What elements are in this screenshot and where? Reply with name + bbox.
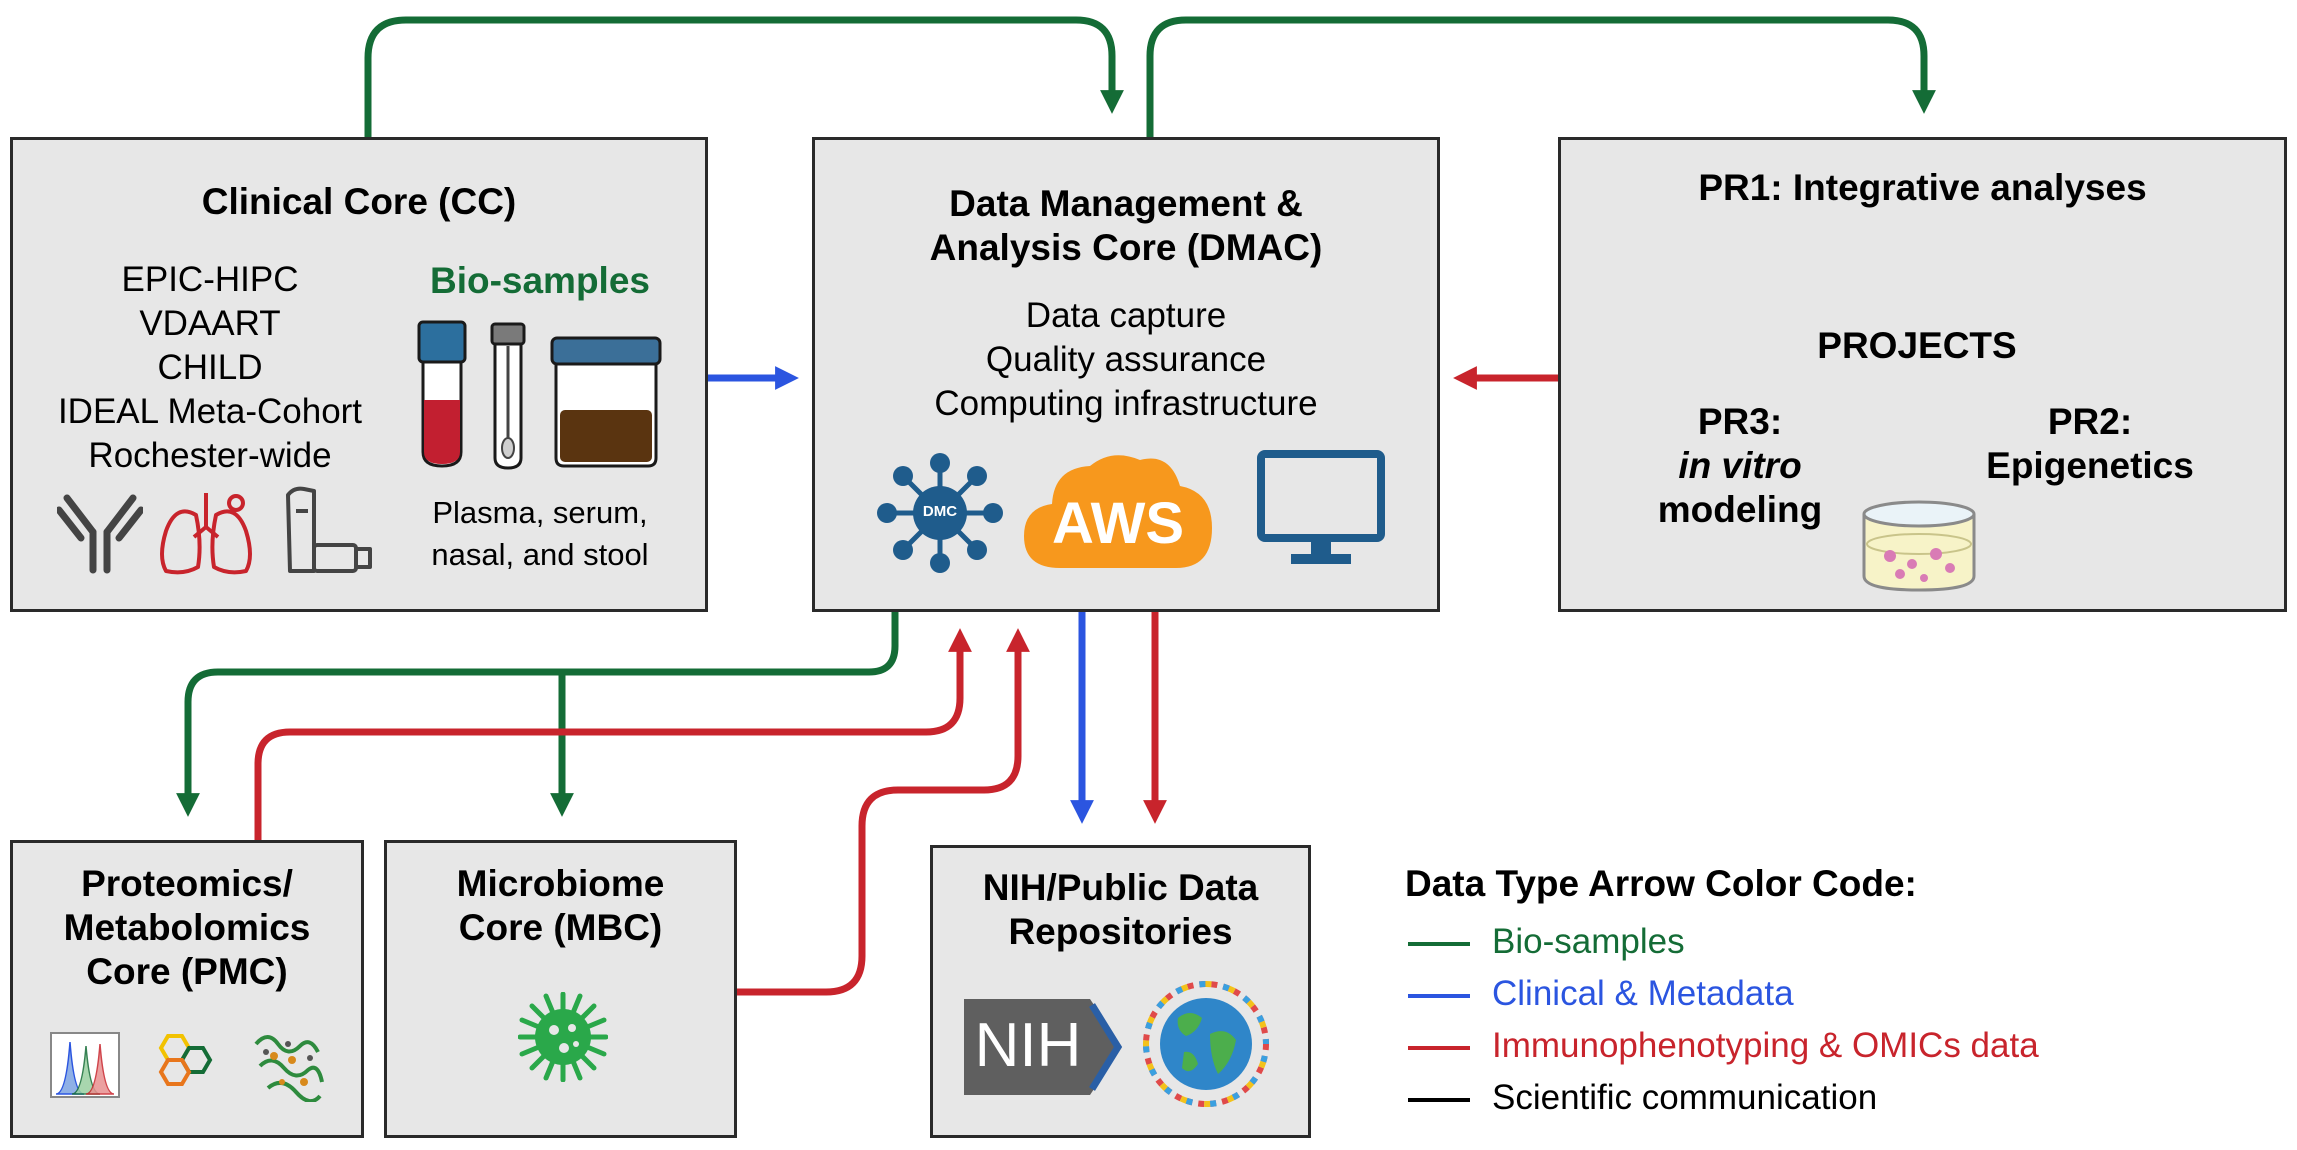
- nih-title-line: NIH/Public Data: [982, 867, 1259, 908]
- cohort-item: EPIC-HIPC: [121, 260, 299, 299]
- dmac-function-item: Data capture: [1025, 296, 1227, 335]
- arrow-dmac-to-pmc-biosamples: [176, 612, 899, 817]
- pmc-title: Proteomics/ Metabolomics Core (PMC): [10, 862, 364, 994]
- nih-logo-icon: [964, 999, 1123, 1095]
- projects-center-label: PROJECTS: [1817, 325, 2017, 366]
- pmc-title-line: Proteomics/: [81, 863, 293, 904]
- cohort-item: CHILD: [157, 348, 263, 387]
- pr1-label: PR1: Integrative analyses: [1698, 167, 2147, 208]
- dmac-function-item: Quality assurance: [985, 340, 1267, 379]
- pr2-label: PR2: Epigenetics: [1970, 400, 2210, 488]
- legend-label-communication: Scientific communication: [1492, 1078, 1878, 1117]
- blood-tube-icon: [417, 320, 467, 468]
- arrow-mbc-to-dmac-omics: [737, 628, 1030, 996]
- computer-monitor-icon: [1257, 450, 1385, 564]
- aws-cloud-label: AWS: [1051, 491, 1185, 556]
- pmc-title-line: Metabolomics: [63, 907, 311, 948]
- pr2-label-line: Epigenetics: [1986, 445, 2194, 486]
- dmc-network-label: DMC: [922, 503, 958, 520]
- dmac-title-line: Data Management &: [949, 183, 1303, 224]
- mbc-box: [384, 840, 737, 1138]
- aws-cloud-icon: [1024, 455, 1212, 568]
- dmac-functions: Data capture Quality assurance Computing…: [812, 294, 1440, 426]
- legend-label-clinical: Clinical & Metadata: [1492, 974, 1794, 1013]
- legend-swatch-omics: [1408, 1046, 1470, 1050]
- legend-label-biosamples: Bio-samples: [1492, 922, 1685, 961]
- pr3-label-line: modeling: [1657, 489, 1823, 530]
- lungs-icon: [160, 493, 252, 575]
- pr2-label-line: PR2:: [2047, 401, 2133, 442]
- sample-types: Plasma, serum, nasal, and stool: [395, 492, 685, 576]
- biosamples-heading: Bio-samples: [429, 260, 650, 301]
- cohort-item: VDAART: [139, 304, 281, 343]
- cell-culture-dish-icon: [1862, 500, 1976, 592]
- protein-structure-icon: [254, 1035, 324, 1102]
- mbc-title-line: Core (MBC): [458, 907, 663, 948]
- mbc-title: Microbiome Core (MBC): [384, 862, 737, 950]
- antibody-icon: [57, 494, 143, 574]
- nih-title-line: Repositories: [1008, 911, 1233, 952]
- inhaler-icon: [286, 486, 372, 573]
- pr3-label-line: PR3:: [1697, 401, 1783, 442]
- dmac-title: Data Management & Analysis Core (DMAC): [812, 182, 1440, 270]
- dmac-function-item: Computing infrastructure: [934, 384, 1318, 423]
- arrow-dmac-to-projects-biosamples: [1146, 16, 1936, 137]
- arrow-pmc-to-dmac-omics: [254, 628, 972, 840]
- sample-types-line: Plasma, serum,: [432, 495, 648, 530]
- globe-people-icon: [1143, 981, 1269, 1107]
- arrow-cc-to-dmac-biosamples: [364, 16, 1124, 137]
- dmac-title-line: Analysis Core (DMAC): [929, 227, 1323, 268]
- sample-types-line: nasal, and stool: [431, 537, 649, 572]
- microbe-icon: [518, 992, 608, 1082]
- cohort-list: EPIC-HIPC VDAART CHILD IDEAL Meta-Cohort…: [30, 258, 390, 478]
- pr3-label: PR3: in vitro modeling: [1620, 400, 1860, 532]
- nih-logo-text: NIH: [974, 1011, 1082, 1080]
- legend-label-omics: Immunophenotyping & OMICs data: [1492, 1026, 2039, 1065]
- swab-tube-icon: [490, 322, 526, 470]
- legend-swatch-biosamples: [1408, 942, 1470, 946]
- pmc-title-line: Core (PMC): [86, 951, 288, 992]
- legend-swatch-clinical: [1408, 994, 1470, 998]
- mbc-title-line: Microbiome: [456, 863, 665, 904]
- legend-title: Data Type Arrow Color Code:: [1405, 863, 1917, 904]
- cohort-item: IDEAL Meta-Cohort: [57, 392, 363, 431]
- legend-swatch-communication: [1408, 1098, 1470, 1102]
- clinical-core-title: Clinical Core (CC): [201, 181, 517, 222]
- molecule-hexagon-icon: [158, 1034, 213, 1086]
- pr3-label-line: in vitro: [1678, 445, 1802, 486]
- nih-title: NIH/Public Data Repositories: [930, 866, 1311, 954]
- chromatogram-peaks-icon: [50, 1032, 120, 1098]
- stool-jar-icon: [550, 336, 662, 468]
- dmc-network-icon: [877, 453, 1003, 573]
- cohort-item: Rochester-wide: [88, 436, 332, 475]
